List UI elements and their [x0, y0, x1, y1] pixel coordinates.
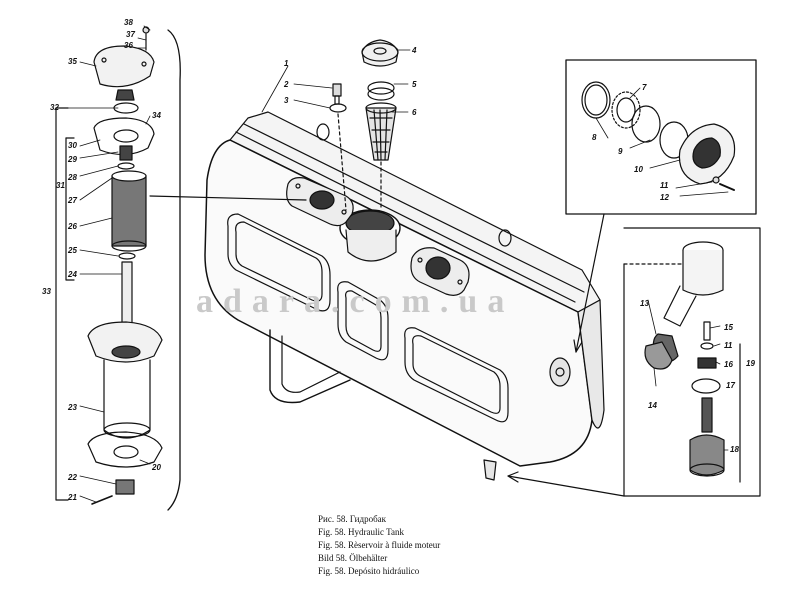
- callout-19: 19: [746, 359, 755, 368]
- callout-22: 22: [67, 473, 77, 482]
- callout-4: 4: [411, 46, 417, 55]
- caption-en: Fig. 58. Hydraulic Tank: [318, 527, 404, 537]
- callout-3: 3: [284, 96, 289, 105]
- callout-20: 20: [151, 463, 161, 472]
- inset-cover-plate: [565, 59, 757, 353]
- leader-lines: [61, 25, 729, 503]
- caption-de: Bild 58. Ölbehälter: [318, 553, 388, 563]
- callout-13: 13: [640, 299, 649, 308]
- callout-29: 29: [67, 155, 77, 164]
- callout-18: 18: [730, 445, 739, 454]
- caption-es: Fig. 58. Depósito hidráulico: [318, 566, 420, 576]
- callout-9: 9: [618, 147, 623, 156]
- callout-28: 28: [67, 173, 77, 182]
- caption-fr: Fig. 58. Rèservoir à fluide moteur: [318, 540, 441, 550]
- figure-caption: Рис. 58. Гидробак Fig. 58. Hydraulic Tan…: [318, 513, 440, 578]
- callout-34: 34: [152, 111, 161, 120]
- callout-30: 30: [68, 141, 77, 150]
- watermark-text: adara.com.ua: [196, 283, 514, 320]
- callout-26: 26: [67, 222, 77, 231]
- callout-24: 24: [67, 270, 77, 279]
- callout-38: 38: [124, 18, 133, 27]
- callout-23: 23: [67, 403, 77, 412]
- callout-31: 31: [56, 181, 65, 190]
- callout-6: 6: [412, 108, 417, 117]
- callout-32: 32: [50, 103, 59, 112]
- callout-14: 14: [648, 401, 657, 410]
- callout-21: 21: [67, 493, 77, 502]
- callout-17: 17: [726, 381, 735, 390]
- callout-27: 27: [67, 196, 77, 205]
- callout-8: 8: [592, 133, 597, 142]
- callout-7: 7: [642, 83, 647, 92]
- callout-10: 10: [634, 165, 643, 174]
- callout-5: 5: [412, 80, 417, 89]
- callout-16: 16: [724, 360, 733, 369]
- callout-11-inset2: 11: [724, 341, 733, 350]
- tank-body: [204, 111, 605, 481]
- callout-2: 2: [283, 80, 289, 89]
- callout-labels: 1 2 3 4 5 6 7 8 9 10 11 12 13 14 15 11 1…: [42, 18, 755, 502]
- callout-33: 33: [42, 287, 51, 296]
- callout-35: 35: [68, 57, 77, 66]
- callout-12: 12: [660, 193, 669, 202]
- callout-15: 15: [724, 323, 733, 332]
- filler-assembly: [329, 39, 399, 211]
- callout-11-inset1: 11: [660, 181, 669, 190]
- callout-37: 37: [126, 30, 135, 39]
- callout-36: 36: [124, 41, 133, 50]
- callout-25: 25: [67, 246, 77, 255]
- inset-drain-valve: [507, 227, 761, 497]
- caption-ru: Рис. 58. Гидробак: [318, 514, 387, 524]
- filter-assembly: [55, 26, 307, 511]
- callout-1: 1: [284, 59, 289, 68]
